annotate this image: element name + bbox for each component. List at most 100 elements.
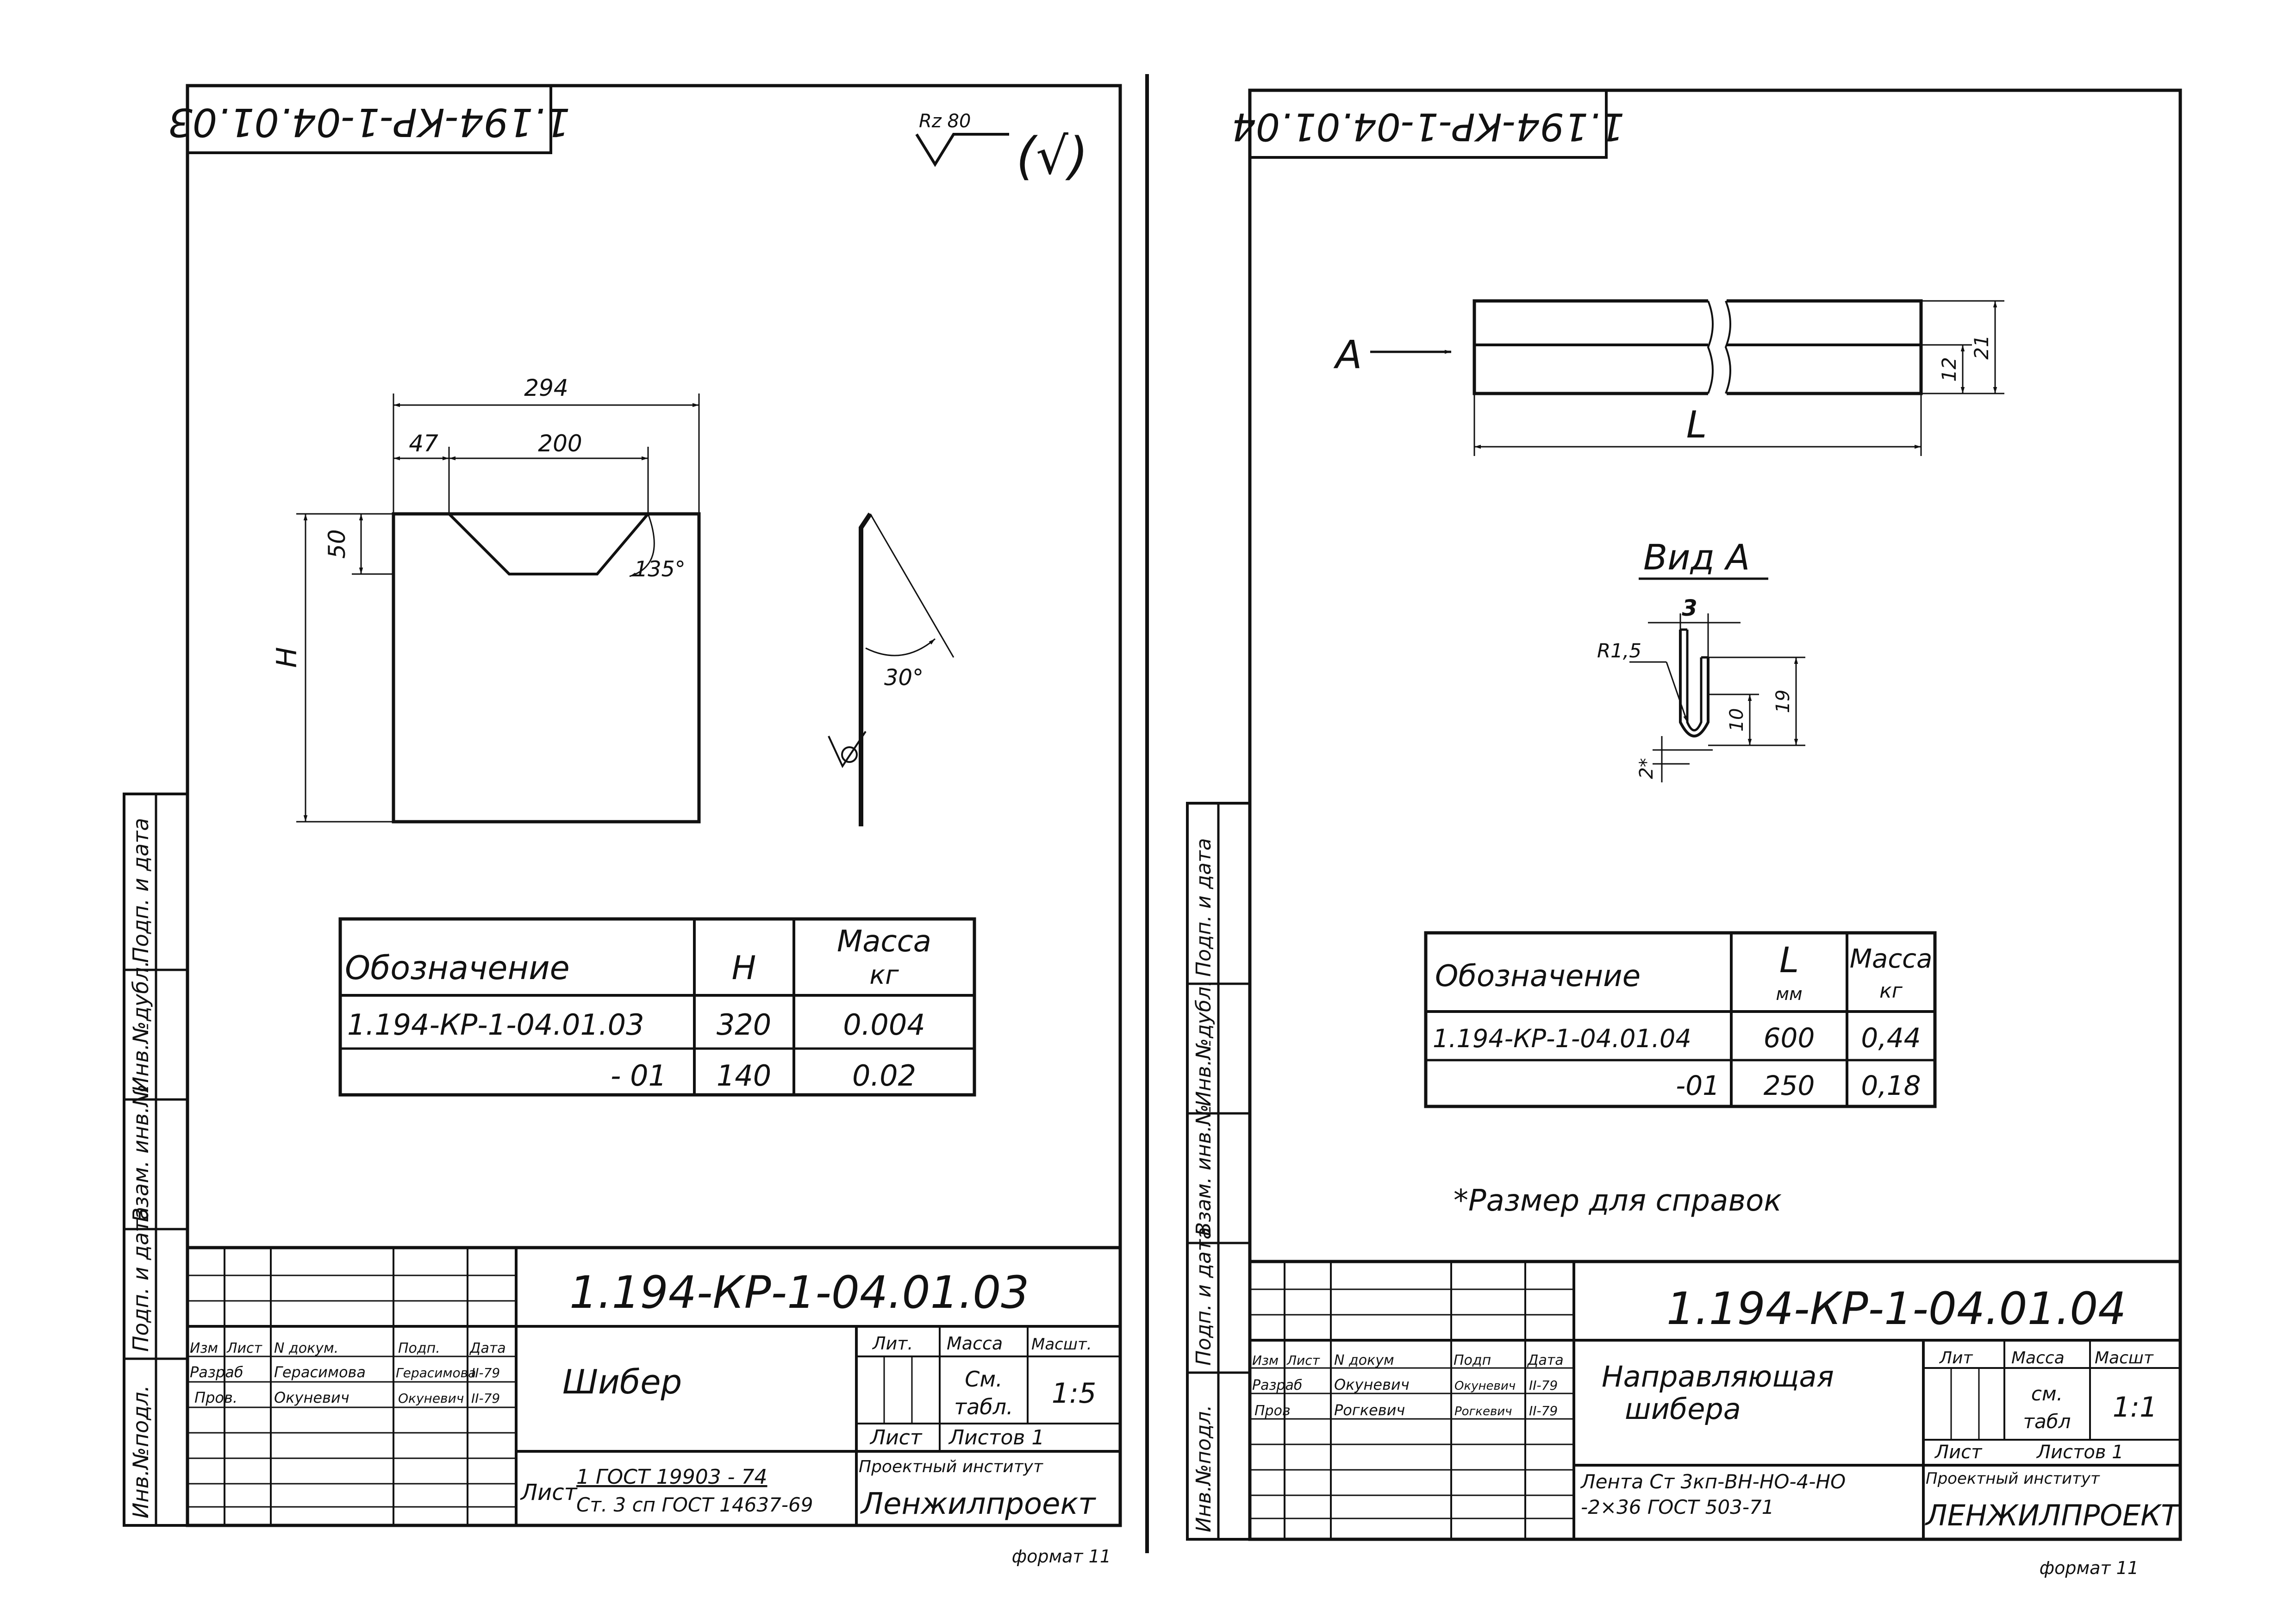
left-row-checked-name: Окуневич (274, 1389, 349, 1406)
left-mass-val2: табл. (954, 1394, 1013, 1419)
left-material-label: Лист (520, 1480, 578, 1505)
dim-r15: R1,5 (1597, 639, 1641, 662)
right-format: формат 11 (2040, 1558, 2139, 1578)
shiber-outline (392, 512, 701, 824)
right-col-izm: Изм (1252, 1353, 1279, 1368)
left-col-izm: Изм (190, 1340, 218, 1356)
dim-47: 47 (409, 430, 438, 457)
left-side-label-4: Инв.№дубл. (128, 961, 153, 1093)
left-table-header-mass: Масса (837, 924, 931, 959)
left-row-checked-sign: Окуневич (398, 1391, 464, 1406)
view-a: Вид А 3 R1,5 10 19 2* (1597, 537, 1805, 782)
right-title-block: 1.194-КР-1-04.01.04 Изм Лист N докум Под… (1248, 1260, 2182, 1541)
right-row-checked: Пров (1254, 1403, 1291, 1419)
right-mass-val1: см. (2031, 1382, 2063, 1405)
right-mass: Масса (2011, 1349, 2065, 1368)
left-side-label-3: Взам. инв.№ (128, 1084, 153, 1222)
left-col-doc: N докум. (274, 1340, 338, 1356)
left-side-label-5: Подп. и дата (128, 818, 153, 963)
dim-19: 19 (1772, 690, 1794, 713)
right-sheets: Листов 1 (2036, 1442, 2124, 1463)
left-title-block: 1.194-КР-1-04.01.03 Изм Лист N докум. По… (186, 1246, 1122, 1527)
right-table-header-kg: кг (1879, 979, 1903, 1003)
roughness-symbol (915, 133, 1009, 167)
left-table-header-h: H (732, 949, 756, 987)
left-material-2: Ст. 3 сп ГОСТ 14637-69 (576, 1493, 813, 1516)
right-row-developed-date: II-79 (1529, 1378, 1558, 1393)
left-col-date: Дата (469, 1340, 506, 1356)
left-table-header-kg: кг (869, 960, 899, 990)
dim-h: H (271, 647, 303, 668)
right-row-developed: Разраб (1252, 1377, 1302, 1393)
right-table-row1-l: 600 (1764, 1022, 1815, 1054)
right-side-label-5: Подп. и дата (1192, 838, 1216, 977)
right-scale: Масшт (2095, 1349, 2154, 1368)
left-sheets: Листов 1 (948, 1426, 1044, 1449)
view-a-title: Вид А (1643, 537, 1750, 578)
dim-2-ref: 2* (1636, 758, 1657, 779)
right-table-header-mass: Масса (1850, 944, 1933, 974)
left-row-checked-date: II-79 (471, 1391, 500, 1406)
right-org-2: ЛЕНЖИЛПРОЕКТ (1925, 1499, 2180, 1532)
shiber-side-view: 30° (828, 512, 955, 826)
left-scale: Масшт. (1031, 1335, 1092, 1354)
dim-200: 200 (538, 430, 582, 457)
right-side-label-4: Инв.№дубл. (1192, 980, 1216, 1106)
right-table-row2-l: 250 (1764, 1070, 1815, 1101)
shiber-part-view: 294 47 200 50 H 135° (271, 375, 701, 824)
right-scale-val: 1:1 (2113, 1391, 2158, 1424)
roughness-general: (√) (1016, 126, 1088, 186)
right-part-name-2: шибера (1625, 1392, 1741, 1426)
right-title-code: 1.194-КР-1-04.01.04 (1666, 1283, 2126, 1335)
left-material-1: 1 ГОСТ 19903 - 74 (576, 1465, 767, 1489)
dim-10: 10 (1726, 708, 1747, 732)
dim-30: 30° (884, 665, 923, 691)
right-rotated-stamp: 1.194-КР-1-04.01.04 (1232, 89, 1625, 159)
left-scale-val: 1:5 (1052, 1377, 1097, 1410)
left-sheet: Инв.№подл. Подп. и дата Взам. инв.№ Инв.… (123, 84, 1122, 1567)
view-arrow-a: A (1333, 332, 1362, 377)
right-sheet: Лист (1934, 1442, 1983, 1463)
left-title-code: 1.194-КР-1-04.01.03 (569, 1267, 1029, 1318)
reference-note: *Размер для справок (1454, 1184, 1782, 1218)
left-table-row2-designation: - 01 (611, 1059, 667, 1093)
right-row-checked-date: II-79 (1529, 1403, 1558, 1418)
left-row-developed-date: II-79 (471, 1365, 500, 1380)
right-table-row1-designation: 1.194-КР-1-04.01.04 (1433, 1024, 1691, 1053)
left-row-checked: Пров. (194, 1389, 237, 1406)
dim-12: 12 (1938, 357, 1960, 381)
shiber-notch (448, 512, 649, 575)
dim-3: 3 (1682, 595, 1697, 621)
right-row-checked-sign: Рогкевич (1454, 1405, 1512, 1418)
left-mass-val1: См. (965, 1367, 1002, 1392)
right-material-2: -2×36 ГОСТ 503-71 (1581, 1496, 1774, 1518)
left-part-name: Шибер (562, 1362, 682, 1401)
right-part-name-1: Направляющая (1602, 1360, 1834, 1393)
left-table-row1-designation: 1.194-КР-1-04.01.03 (347, 1008, 644, 1042)
dim-l: L (1686, 403, 1707, 446)
left-mass: Масса (947, 1333, 1003, 1354)
left-rotated-stamp: 1.194-КР-1-04.01.03 (168, 84, 570, 154)
dim-21: 21 (1970, 335, 1993, 359)
left-table-row1-h: 320 (717, 1008, 771, 1042)
right-side-label-3: Взам. инв.№ (1192, 1104, 1216, 1236)
right-stamp-code: 1.194-КР-1-04.01.04 (1232, 105, 1625, 149)
right-side-strip: Инв.№подл. Подп. и дата Взам. инв.№ Инв.… (1186, 802, 1251, 1541)
dim-135: 135° (634, 556, 686, 581)
left-variant-table: Обозначение H Масса кг 1.194-КР-1-04.01.… (338, 917, 976, 1097)
left-org-1: Проектный институт (859, 1457, 1043, 1476)
left-col-sign: Подп. (398, 1340, 440, 1356)
right-row-developed-name: Окуневич (1334, 1376, 1410, 1393)
right-sheet: Инв.№подл. Подп. и дата Взам. инв.№ Инв.… (1186, 88, 2182, 1578)
right-col-sign: Подп (1454, 1352, 1491, 1368)
right-table-header-designation: Обозначение (1435, 959, 1641, 993)
left-table-row2-h: 140 (717, 1059, 771, 1093)
right-mass-val2: табл (2023, 1410, 2071, 1433)
right-side-label-1: Инв.№подл. (1192, 1405, 1216, 1532)
left-table-row2-mass: 0.02 (852, 1059, 916, 1093)
right-table-row1-mass: 0,44 (1861, 1022, 1921, 1054)
right-table-row2-designation: -01 (1676, 1070, 1720, 1101)
left-sheet: Лист (869, 1426, 923, 1449)
dim-50: 50 (324, 529, 350, 559)
